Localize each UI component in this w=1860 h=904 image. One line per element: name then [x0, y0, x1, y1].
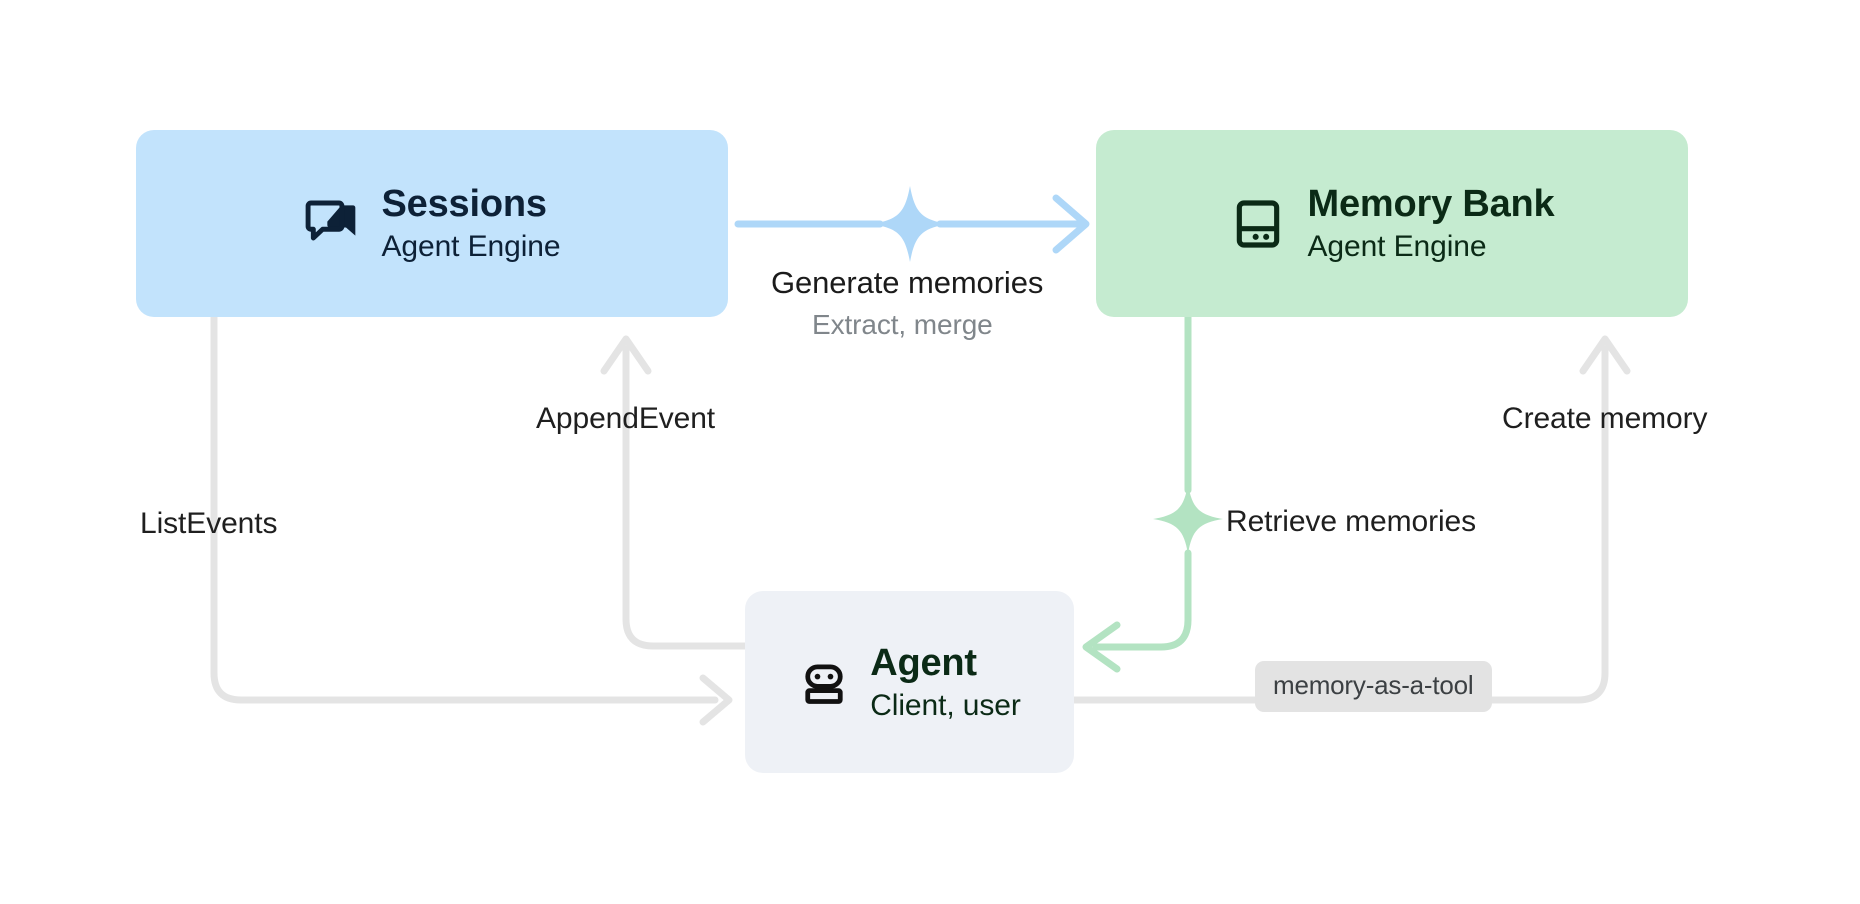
- robot-icon: [805, 664, 843, 704]
- edge-label-generate-memories: Generate memories: [771, 265, 1044, 300]
- node-memory-bank-subtitle: Agent Engine: [1307, 230, 1487, 263]
- edge-label-list-events: ListEvents: [140, 507, 278, 540]
- sparkle-icon-green: [1153, 484, 1223, 554]
- node-sessions[interactable]: Sessions Agent Engine: [136, 130, 728, 317]
- chat-bubbles-icon: [305, 200, 355, 240]
- chip-memory-as-a-tool: memory-as-a-tool: [1255, 661, 1492, 712]
- edge-label-append-event: AppendEvent: [536, 402, 716, 435]
- edge-append-event: [600, 335, 749, 650]
- edge-create-memory: [1070, 335, 1631, 704]
- node-sessions-title: Sessions: [381, 183, 547, 225]
- node-sessions-subtitle: Agent Engine: [381, 230, 561, 263]
- node-agent-text: Agent Client, user: [870, 644, 1021, 721]
- edge-retrieve-memories: [1082, 313, 1192, 673]
- node-memory-bank[interactable]: Memory Bank Agent Engine: [1096, 130, 1688, 317]
- edge-label-create-memory: Create memory: [1502, 402, 1708, 435]
- edge-generate-memories: [734, 194, 1090, 254]
- node-agent-title: Agent: [870, 641, 977, 684]
- memory-bank-icon: [1236, 199, 1279, 248]
- edge-list-events: [210, 313, 733, 726]
- node-memory-bank-text: Memory Bank Agent Engine: [1308, 185, 1555, 262]
- node-agent-content: Agent Client, user: [798, 644, 1021, 721]
- node-sessions-content: Sessions Agent Engine: [304, 185, 561, 262]
- node-sessions-text: Sessions Agent Engine: [382, 185, 561, 262]
- node-memory-bank-content: Memory Bank Agent Engine: [1230, 185, 1555, 262]
- edge-label-retrieve-memories: Retrieve memories: [1226, 505, 1477, 538]
- node-agent-subtitle: Client, user: [870, 688, 1021, 722]
- node-agent[interactable]: Agent Client, user: [745, 591, 1074, 773]
- node-memory-bank-title: Memory Bank: [1307, 183, 1555, 225]
- edge-sublabel-generate-memories: Extract, merge: [812, 309, 993, 340]
- sparkle-icon-blue: [871, 186, 949, 262]
